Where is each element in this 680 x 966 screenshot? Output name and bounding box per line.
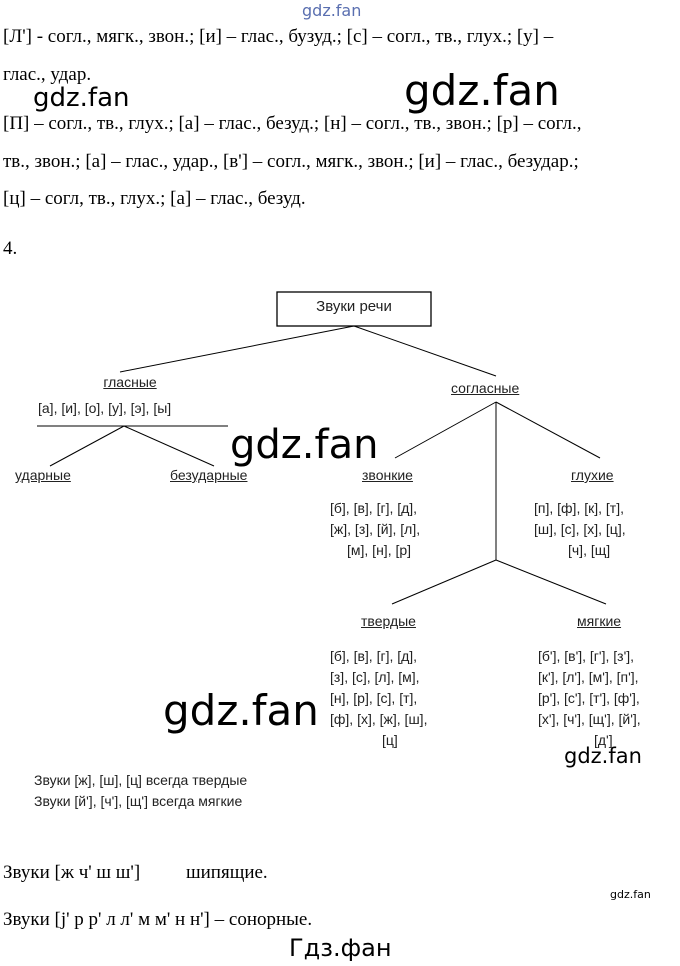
consonants-label: согласные [451, 380, 520, 396]
soft-list-line: [х'], [ч'], [щ'], [й'], [538, 711, 641, 727]
voiced-list-line: [ж], [з], [й], [л], [330, 521, 421, 537]
voiced-list-line: [б], [в], [г], [д], [330, 500, 418, 516]
watermark-small-right: gdz.fan [564, 744, 642, 768]
soft-label: мягкие [577, 613, 622, 629]
diagram-root-label: Звуки речи [316, 298, 392, 315]
sibilants-word: шипящие. [186, 862, 268, 883]
branch-root-consonants [353, 325, 497, 377]
phonetic-line-4: тв., звон.; [а] – глас., удар., [в'] – с… [3, 151, 579, 172]
note-always-soft: Звуки [й'], [ч'], [щ'] всегда мягкие [34, 793, 243, 809]
branch-consonants-voiceless [495, 401, 601, 459]
hard-list-line: [н], [р], [с], [т], [330, 690, 418, 706]
vowels-label: гласные [103, 374, 157, 390]
vowels-list: [а], [и], [о], [у], [э], [ы] [38, 400, 172, 416]
soft-list-line: [д'] [594, 732, 613, 748]
branch-root-vowels [119, 325, 355, 373]
voiced-label: звонкие [362, 467, 413, 483]
sibilants-label: Звуки [ж ч' ш ш'] [3, 862, 141, 883]
note-always-hard: Звуки [ж], [ш], [ц] всегда твердые [34, 772, 248, 788]
watermark-tiny-right: gdz.fan [610, 888, 651, 901]
exercise-number: 4. [3, 238, 18, 259]
soft-list-line: [р'], [с'], [т'], [ф'], [538, 690, 640, 706]
voiceless-label: глухие [571, 467, 614, 483]
soft-list: [б'], [в'], [г'], [з'], [к'], [л'], [м']… [538, 646, 641, 751]
hard-list: [б], [в], [г], [д], [з], [с], [л], [м], … [330, 646, 427, 751]
soft-list-line: [к'], [л'], [м'], [п'], [538, 669, 639, 685]
watermark-large-bottom: gdz.fan [163, 686, 319, 735]
branch-consonants-hard [391, 559, 497, 605]
branch-consonants-voiced [394, 401, 497, 459]
branch-consonants-soft [495, 559, 607, 605]
hard-list-line: [ц] [382, 732, 398, 748]
voiceless-list-line: [ш], [с], [х], [ц], [534, 521, 626, 537]
hard-label: твердые [361, 613, 416, 629]
voiced-list-line: [м], [н], [р] [347, 542, 412, 558]
hard-list-line: [ф], [х], [ж], [ш], [330, 711, 428, 727]
voiceless-list-line: [ч], [щ] [568, 542, 611, 558]
watermark-large-top: gdz.fan [404, 66, 560, 115]
branch-vowels-unstressed [123, 425, 215, 467]
branch-vowels-stressed [49, 425, 125, 467]
phonetic-line-5: [ц] – согл, тв., глух.; [а] – глас., без… [3, 188, 306, 209]
unstressed-label: безударные [170, 467, 248, 483]
sonorants-line: Звуки [j' р р' л л' м м' н н'] – сонорны… [3, 909, 313, 930]
hard-list-line: [з], [с], [л], [м], [330, 669, 420, 685]
phonetic-line-2: глас., удар. [3, 64, 92, 85]
watermark-large-middle: gdz.fan [230, 422, 379, 468]
hard-list-line: [б], [в], [г], [д], [330, 648, 418, 664]
root-box [276, 291, 432, 327]
voiceless-list: [п], [ф], [к], [т], [ш], [с], [х], [ц], … [534, 498, 626, 561]
voiced-list: [б], [в], [г], [д], [ж], [з], [й], [л], … [330, 498, 420, 561]
stressed-label: ударные [15, 467, 71, 483]
soft-list-line: [б'], [в'], [г'], [з'], [538, 648, 635, 664]
watermark-left: gdz.fan [33, 83, 130, 113]
phonetic-line-3: [П] – согл., тв., глух.; [а] – глас., бе… [3, 113, 582, 134]
watermark-top: gdz.fan [302, 1, 362, 20]
phonetic-line-1: [Л'] - согл., мягк., звон.; [и] – глас.,… [3, 26, 554, 47]
voiceless-list-line: [п], [ф], [к], [т], [534, 500, 624, 516]
watermark-bottom: Гдз.фан [289, 934, 392, 962]
